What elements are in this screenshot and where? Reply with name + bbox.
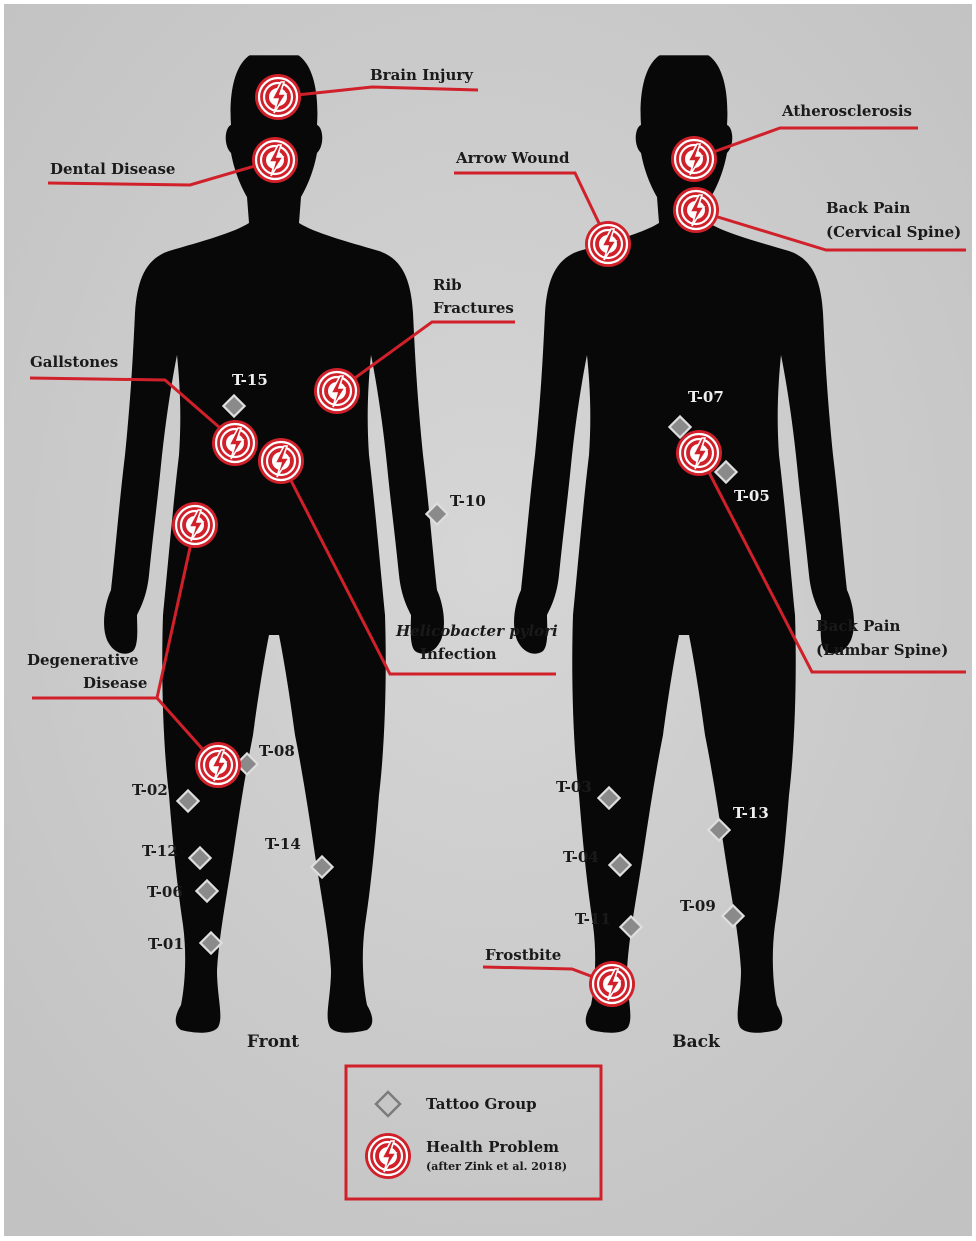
hp-marker-brain-injury [255,74,301,120]
label-brain-injury: Brain Injury [370,66,474,84]
label-atherosclerosis: Atherosclerosis [781,102,912,120]
label-hpylori-1: Helicobacter pylori [395,622,558,640]
label-rib-fractures-2: Fractures [433,299,514,317]
tattoo-label-t04: T-04 [563,848,599,866]
tattoo-label-t07: T-07 [688,388,724,406]
label-arrow-wound: Arrow Wound [455,149,570,167]
label-rib-fractures-1: Rib [433,276,462,294]
tattoo-label-t13: T-13 [733,804,769,822]
label-back-pain-cervical-1: Back Pain [826,199,910,217]
hp-marker-dental-disease [252,137,298,183]
view-label-front: Front [247,1032,299,1052]
hp-marker-atherosclerosis [671,136,717,182]
tattoo-label-t08: T-08 [259,742,295,760]
label-gallstones: Gallstones [30,353,118,371]
label-back-pain-lumbar-1: Back Pain [816,617,900,635]
hp-marker-knee [195,742,241,788]
hp-marker-back-pain-lumbar [676,430,722,476]
view-label-back: Back [672,1032,721,1052]
tattoo-label-t10: T-10 [450,492,486,510]
tattoo-label-t15: T-15 [232,371,268,389]
legend-health-icon [365,1133,411,1179]
tattoo-label-t05: T-05 [734,487,770,505]
hp-marker-hip [172,502,218,548]
hp-marker-hpylori [258,438,304,484]
label-hpylori-2: Infection [420,645,497,663]
tattoo-label-t03: T-03 [556,778,592,796]
tattoo-label-t02: T-02 [132,781,168,799]
label-dental-disease: Dental Disease [50,160,175,178]
label-degenerative-1: Degenerative [27,651,139,669]
tattoo-label-t01: T-01 [148,935,184,953]
label-back-pain-lumbar-2: (Lumbar Spine) [816,641,948,659]
tattoo-label-t11: T-11 [575,910,611,928]
label-frostbite: Frostbite [485,946,561,964]
tattoo-label-t06: T-06 [147,883,183,901]
hp-marker-back-pain-cervical [673,187,719,233]
tattoo-label-t12: T-12 [142,842,178,860]
hp-marker-gallstones [212,420,258,466]
legend-health-label: Health Problem [426,1138,559,1156]
tattoo-label-t09: T-09 [680,897,716,915]
legend-health-note: (after Zink et al. 2018) [426,1160,567,1173]
label-back-pain-cervical-2: (Cervical Spine) [826,223,961,241]
tattoo-label-t14: T-14 [265,835,301,853]
hp-marker-rib-fractures [314,368,360,414]
legend-tattoo-label: Tattoo Group [426,1095,537,1113]
hp-marker-frostbite [589,961,635,1007]
hp-marker-arrow-wound [585,221,631,267]
label-degenerative-2: Disease [83,674,147,692]
